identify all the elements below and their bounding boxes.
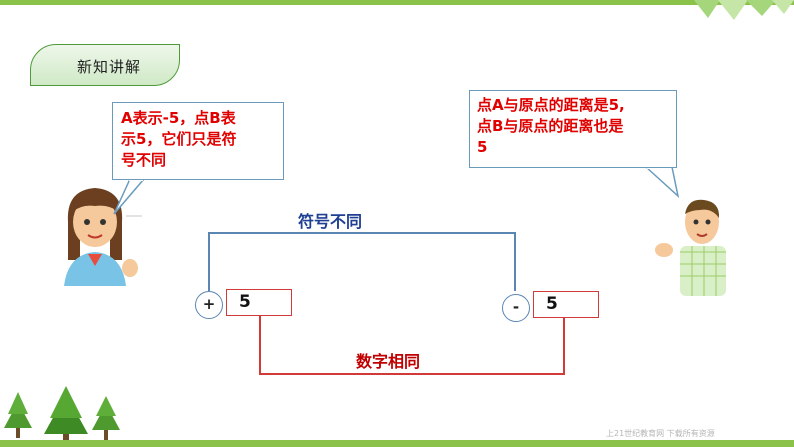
bubble-right-line-3: 5 — [477, 138, 488, 156]
bubble-left-line-2: 示5，它们只是符 — [121, 130, 237, 148]
footer-watermark: 上21世纪教育网 下载所有资源 — [606, 429, 715, 438]
bubble-right-line-1: 点A与原点的距离是5, — [477, 96, 625, 114]
right-value-box: 5 — [533, 291, 599, 318]
bottom-label: 数字相同 — [356, 352, 421, 371]
minus-sign-circle: - — [502, 294, 530, 322]
left-speech-bubble: A表示-5，点B表 示5，它们只是符 号不同 — [112, 102, 284, 180]
top-connector-line — [208, 232, 516, 291]
boy-character-icon — [655, 199, 726, 296]
bubble-left-line-1: A表示-5，点B表 — [121, 109, 236, 127]
leaf-decoration-icon — [694, 0, 794, 20]
bubble-left-line-3: 号不同 — [121, 151, 167, 169]
left-value-box: 5 — [226, 289, 292, 316]
section-title: 新知讲解 — [77, 58, 142, 76]
section-tab: 新知讲解 — [30, 44, 180, 86]
plus-sign-circle: + — [195, 291, 223, 319]
girl-character-icon — [64, 188, 142, 286]
top-label: 符号不同 — [298, 212, 363, 231]
bottom-connector-line — [259, 315, 565, 375]
trees-decoration-icon — [4, 386, 120, 442]
right-speech-bubble: 点A与原点的距离是5, 点B与原点的距离也是 5 — [469, 90, 677, 168]
top-accent-bar — [0, 0, 794, 5]
bubble-right-line-2: 点B与原点的距离也是 — [477, 117, 624, 135]
bottom-accent-bar — [0, 440, 794, 447]
